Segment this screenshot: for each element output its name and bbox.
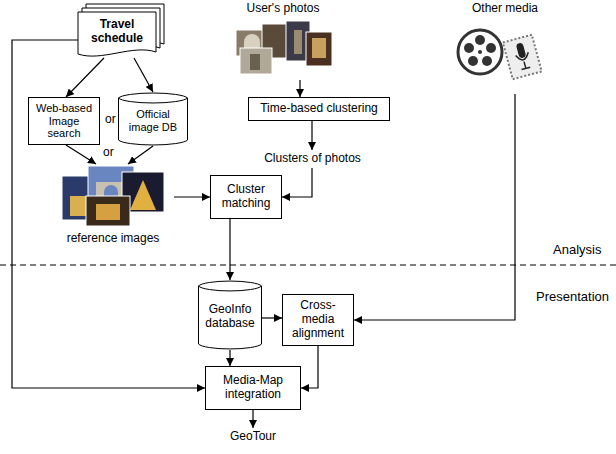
section-label: Analysis [553, 243, 601, 258]
other-media-illustration [458, 30, 542, 79]
document-stack: Travel schedule [78, 12, 156, 58]
process-box: Cluster matching [210, 175, 282, 219]
cylinder-rim [119, 98, 188, 103]
node-text: GeoInfo database [201, 303, 259, 331]
reel-hole [482, 56, 492, 66]
flow-arrow [66, 58, 104, 97]
flow-arrow [128, 146, 153, 164]
cylinder-body [199, 281, 262, 349]
photo-detail [312, 38, 326, 58]
node-text: Other media [472, 2, 538, 16]
film-reel [458, 30, 502, 74]
process-box: Web-based Image search [28, 97, 100, 145]
photo-group: User's photos [228, 2, 338, 80]
section-label: Presentation [536, 290, 609, 305]
media-group: Other media [452, 2, 558, 94]
photo [240, 48, 272, 74]
process-box: Cross-media alignment [282, 294, 354, 346]
flow-arrow [354, 94, 515, 320]
image-group: reference images [52, 164, 174, 246]
reel-hub [478, 50, 482, 54]
flow-arrow [229, 350, 230, 366]
reel-hole [464, 43, 474, 53]
divider-line [0, 265, 616, 266]
database-cylinder: Official image DB [118, 92, 188, 146]
node-text: Official image DB [121, 108, 185, 133]
process-box: Media-Map integration [205, 366, 301, 410]
flow-arrow [311, 121, 312, 150]
node-text: Clusters of photos [264, 152, 361, 166]
flow-arrow [174, 196, 210, 197]
cylinder-rim [199, 286, 262, 291]
flow-arrow [12, 40, 205, 388]
node-text: Travel schedule [82, 18, 152, 46]
node-text: Web-based Image search [33, 102, 95, 140]
photo [306, 32, 332, 66]
node-text: Time-based clustering [260, 102, 378, 116]
flow-arrow [252, 410, 253, 428]
flow-arrow [134, 58, 153, 92]
flow-arrow [282, 168, 312, 197]
choice-label: or [105, 113, 116, 127]
cylinder-body [119, 93, 188, 145]
reference-images-illustration [62, 166, 164, 226]
process-box: Time-based clustering [248, 97, 390, 121]
node-text: GeoTour [230, 430, 276, 444]
reel-hole [468, 56, 478, 66]
node-text: User's photos [247, 2, 320, 16]
flow-arrow [301, 346, 318, 388]
flow-arrow [299, 80, 300, 97]
photo-detail [250, 54, 260, 70]
flow-arrow [229, 219, 230, 280]
microphone-stand [516, 52, 532, 70]
choice-label: or [103, 146, 114, 160]
connectors [12, 40, 515, 428]
flow-arrow [262, 317, 282, 318]
output-text: GeoTour [222, 428, 284, 446]
reel-hole [475, 35, 485, 45]
reel-hole [486, 43, 496, 53]
database-cylinder: GeoInfo database [198, 280, 262, 350]
photo-detail [130, 180, 156, 210]
microphone [516, 42, 527, 58]
photo [86, 196, 130, 226]
node-text: Cluster matching [215, 183, 277, 211]
photo-detail [294, 30, 302, 54]
flow-arrow [66, 145, 96, 164]
node-text: Media-Map integration [210, 374, 296, 402]
data-text: Clusters of photos [255, 150, 370, 168]
node-text: Cross-media alignment [287, 299, 349, 340]
node-text: reference images [67, 232, 160, 246]
document-sheet [78, 12, 156, 56]
photo-detail [96, 204, 120, 220]
user-photos-illustration [236, 21, 332, 74]
stamp [503, 35, 542, 79]
microphone-stamp [503, 35, 542, 79]
